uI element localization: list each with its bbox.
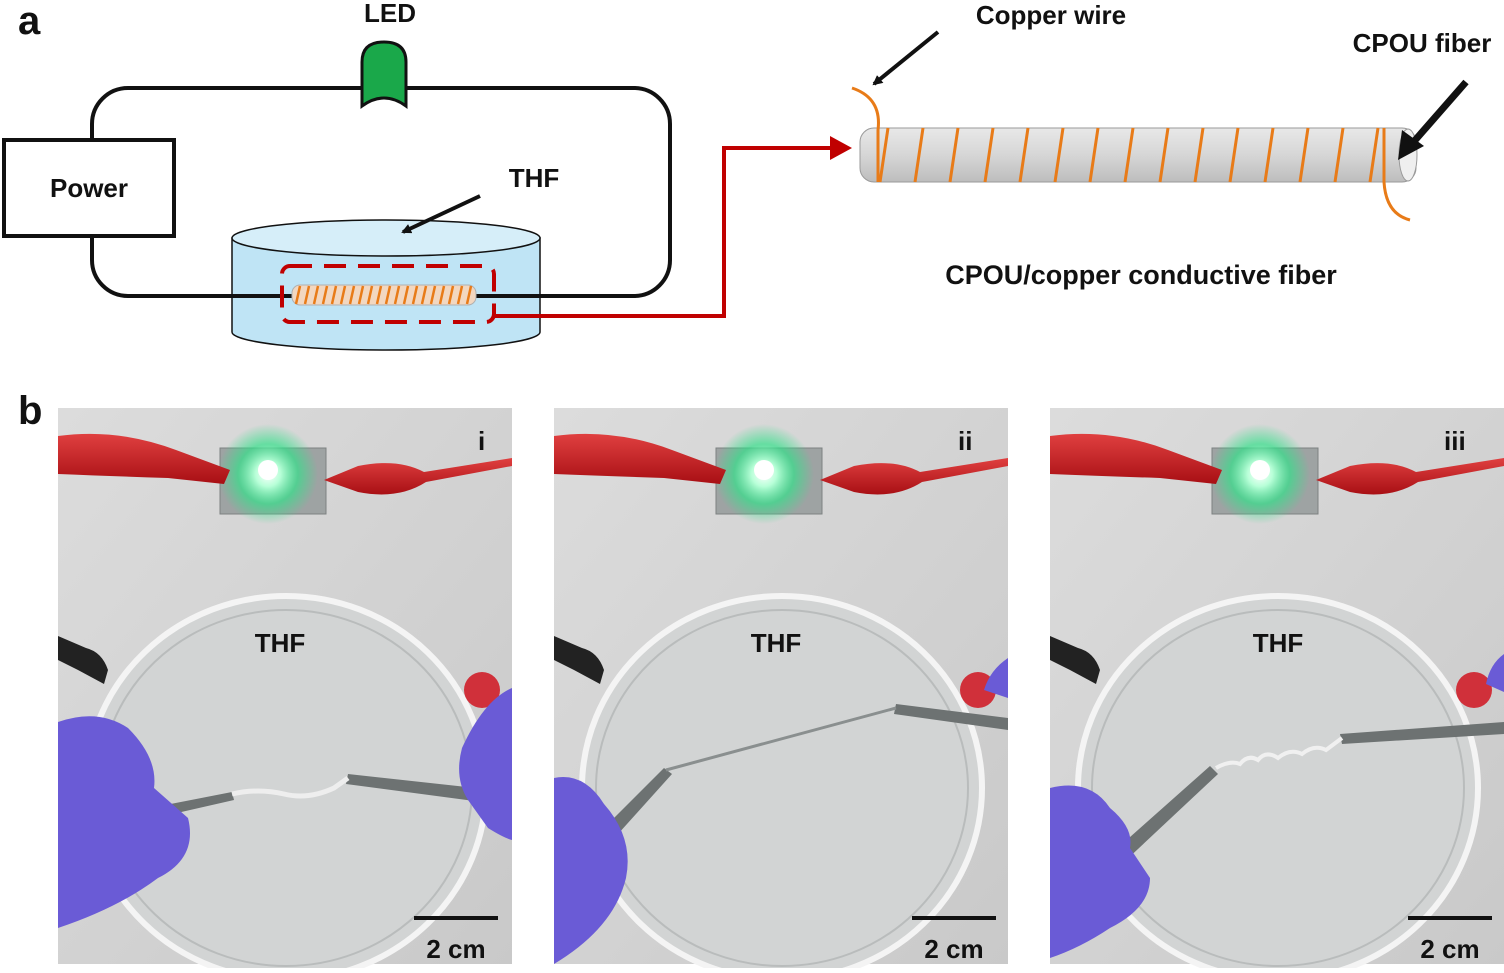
connector-arrow [494, 146, 830, 318]
highlight-box [280, 264, 496, 324]
mini-copper-coil-turn [312, 285, 320, 305]
led-icon [360, 40, 408, 109]
panel-b-letter: b [18, 389, 42, 433]
glove-right [1486, 654, 1504, 692]
clip-right [820, 458, 1008, 495]
probe-black [1050, 636, 1100, 684]
fiber-caption: CPOU/copper conductive fiber [945, 260, 1337, 290]
panel-a-letter: a [18, 0, 41, 43]
photo-index: iii [1444, 426, 1466, 456]
mini-copper-coil-turn [429, 285, 437, 305]
copper-coil-turn [948, 127, 960, 183]
cpou-fiber-arrow [1407, 79, 1469, 149]
probe-black [58, 636, 108, 684]
clip-right [1316, 458, 1504, 495]
clip-right [324, 458, 512, 495]
mini-copper-coil-turn [321, 285, 329, 305]
scale-label: 2 cm [1420, 934, 1479, 964]
photo-iii: 2 cm iii THF [1050, 408, 1504, 973]
copper-coil-turn [1263, 127, 1275, 183]
thf-photo-label: THF [751, 628, 802, 658]
copper-coil-turn [1158, 127, 1170, 183]
copper-coil-turn [1123, 127, 1135, 183]
clip-left [554, 433, 726, 484]
scale-label: 2 cm [426, 934, 485, 964]
power-label: Power [50, 173, 128, 203]
mini-copper-coil-turn [366, 285, 374, 305]
scale-label: 2 cm [924, 934, 983, 964]
mini-copper-coil-turn [438, 285, 446, 305]
copper-wire-arrow [872, 30, 940, 86]
thf-photo-label: THF [255, 628, 306, 658]
mini-copper-coil-turn [294, 285, 302, 305]
mini-copper-coil-turn [393, 285, 401, 305]
copper-coil-turn [1368, 127, 1380, 183]
mini-copper-coil-turn [375, 285, 383, 305]
copper-coil-turn [878, 127, 890, 183]
cpou-fiber-arrow-head [1398, 130, 1424, 160]
mini-copper-coil-turn [303, 285, 311, 305]
mini-copper-coil-turn [330, 285, 338, 305]
probe-black [554, 636, 604, 684]
fiber-stretched [665, 706, 897, 772]
copper-coil-turn [1298, 127, 1310, 183]
copper-coil-turn [1333, 127, 1345, 183]
glove-left [58, 716, 190, 928]
connector-arrow-head [830, 136, 852, 160]
copper-coil-turn [1193, 127, 1205, 183]
mini-copper-coil-turn [411, 285, 419, 305]
led-label: LED [364, 0, 416, 28]
tweezers-right [894, 704, 1008, 730]
copper-coil-turn [1088, 127, 1100, 183]
copper-coil-turn [983, 127, 995, 183]
thf-arrow [401, 194, 481, 234]
fiber-crumpled [1215, 736, 1344, 770]
mini-copper-coil-turn [465, 285, 473, 305]
panel-b: b [18, 389, 1504, 973]
copper-coil-turn [913, 127, 925, 183]
photo-index: ii [958, 426, 972, 456]
glove-left [1050, 785, 1150, 958]
mini-copper-coil-turn [384, 285, 392, 305]
copper-wire-label: Copper wire [976, 0, 1126, 30]
photo-ii: 2 cm ii THF [554, 408, 1008, 973]
probe-red [464, 672, 500, 708]
glove-right [459, 688, 512, 840]
copper-coil-turn [1018, 127, 1030, 183]
mini-copper-coil-turn [447, 285, 455, 305]
clip-left [58, 433, 230, 484]
led-module [714, 424, 823, 524]
glove-right [984, 658, 1008, 698]
photo-index: i [478, 426, 485, 456]
cpou-copper-fiber [851, 86, 1418, 222]
mini-fiber [291, 284, 477, 306]
power-supply-box [2, 138, 176, 238]
probe-red [960, 672, 996, 708]
fiber-twisted [231, 775, 350, 799]
glove-left [554, 777, 628, 964]
mini-copper-coil-turn [456, 285, 464, 305]
probe-red [1456, 672, 1492, 708]
led-module [218, 424, 327, 524]
cpou-fiber-label: CPOU fiber [1353, 28, 1492, 58]
mini-copper-coil-turn [339, 285, 347, 305]
mini-copper-coil-turn [357, 285, 365, 305]
copper-coil-turn [1053, 127, 1065, 183]
thf-label: THF [509, 163, 560, 193]
tweezers-right [1340, 722, 1504, 744]
clip-left [1050, 433, 1222, 484]
mini-copper-coil-turn [402, 285, 410, 305]
led-module [1210, 424, 1319, 524]
mini-copper-coil-turn [420, 285, 428, 305]
mini-copper-coil-turn [348, 285, 356, 305]
thf-photo-label: THF [1253, 628, 1304, 658]
panel-a: a Power LED THF [2, 0, 1492, 351]
copper-coil-turn [1228, 127, 1240, 183]
photo-i: 2 cm i THF [58, 408, 512, 973]
